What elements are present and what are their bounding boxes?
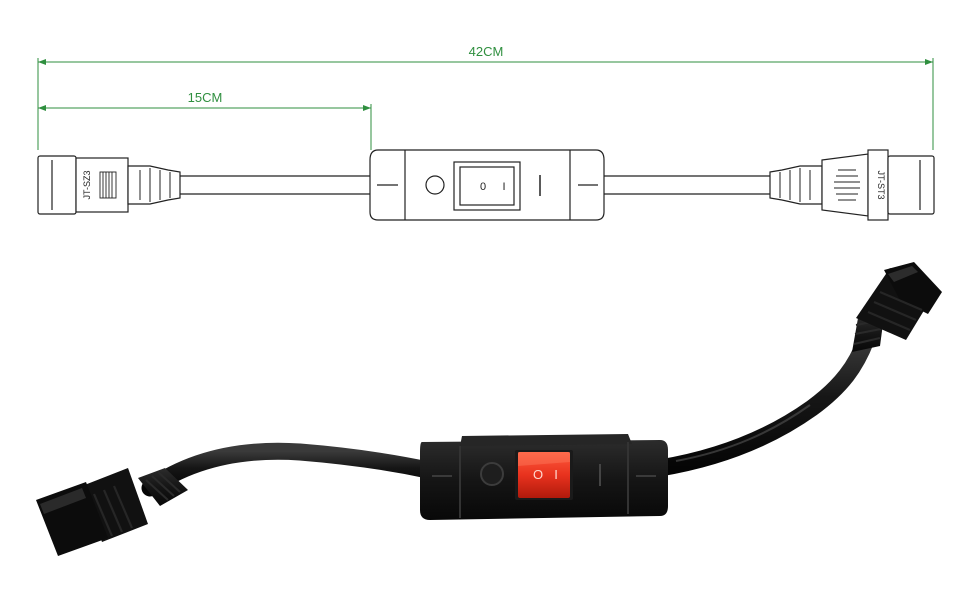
product-photo: O I [36,262,942,556]
segment-length-label: 15CM [188,90,223,105]
drawing-switch-on-symbol: I [502,181,505,193]
total-length-label: 42CM [469,44,504,59]
left-connector-label: JT-SZ3 [82,170,92,199]
drawing-switch-off-symbol: 0 [480,181,486,193]
photo-rocker-switch: O I [515,450,573,500]
photo-cable-left [141,442,437,497]
photo-right-plug [852,262,942,352]
dimension-segment-length: 15CM [38,90,372,150]
dimension-total-length: 42CM [37,44,934,150]
photo-left-plug [36,468,188,556]
photo-switch-on-symbol: I [554,467,558,482]
drawing-right-connector: JT-ST3 [769,149,935,221]
drawing-left-connector: JT-SZ3 [37,155,181,215]
photo-switch-off-symbol: O [533,467,543,482]
drawing-cable [180,175,770,195]
right-connector-label: JT-ST3 [876,170,886,199]
technical-drawing: 42CM 15CM [37,44,935,221]
photo-cable-right [651,331,875,477]
drawing-switch-housing: 0 I [369,149,605,221]
photo-indicator-button [480,462,504,486]
